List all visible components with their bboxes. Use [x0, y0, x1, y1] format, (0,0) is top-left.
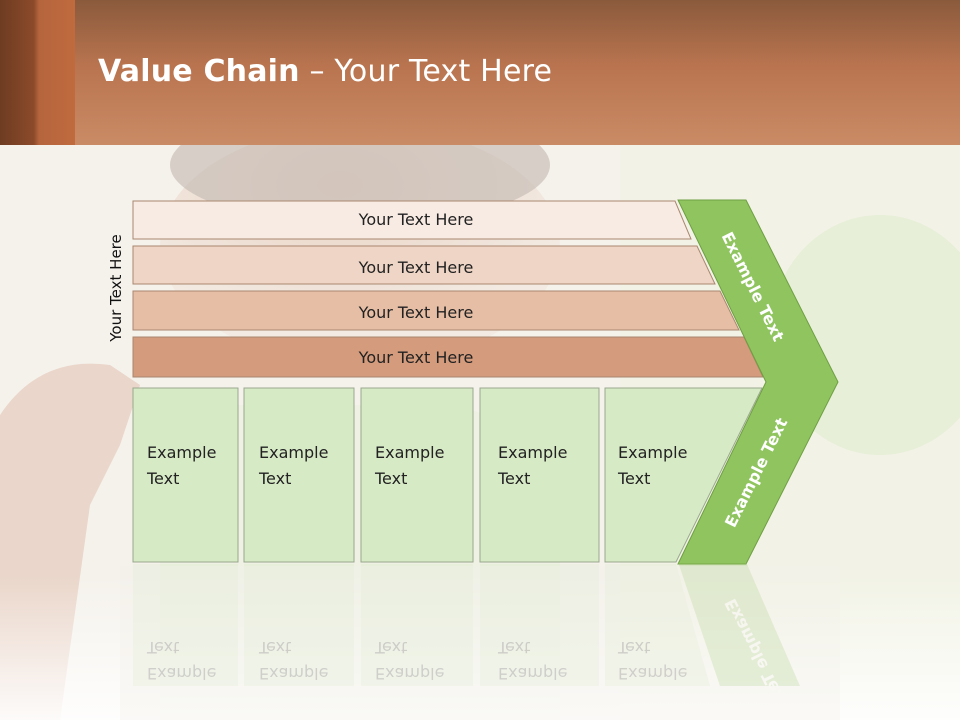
row-3-label: Your Text Here [358, 303, 474, 322]
box-3-reflection-line1: Example [375, 664, 444, 683]
box-4-shape [479, 387, 600, 563]
row-4-label: Your Text Here [358, 348, 474, 367]
box-2-line1: Example [259, 443, 328, 462]
box-2-reflection-line2: Text [258, 638, 291, 657]
row-4: Your Text Here [132, 336, 764, 378]
row-1: Your Text Here [132, 200, 692, 240]
box-5-line2: Text [617, 469, 650, 488]
row-2: Your Text Here [132, 245, 716, 285]
box-1-line2: Text [146, 469, 179, 488]
row-1-shape [132, 200, 692, 240]
box-4-line1: Example [498, 443, 567, 462]
box-1-line1: Example [147, 443, 216, 462]
row-4-shape [132, 336, 764, 378]
box-5: Example Text [604, 387, 763, 563]
row-1-label: Your Text Here [358, 210, 474, 229]
title-bar: Value Chain – Your Text Here [0, 0, 960, 145]
box-2-line2: Text [258, 469, 291, 488]
box-1-reflection-line1: Example [147, 664, 216, 683]
box-3-line1: Example [375, 443, 444, 462]
row-2-shape [132, 245, 716, 285]
box-5-line1: Example [618, 443, 687, 462]
box-3-line2: Text [374, 469, 407, 488]
margin-arrow-shape [677, 199, 839, 565]
slide-title-rest: – Your Text Here [299, 54, 553, 89]
row-2-label: Your Text Here [358, 258, 474, 277]
box-5-reflection-line2: Text [617, 638, 650, 657]
row-3: Your Text Here [132, 290, 740, 331]
title-bar-accent [0, 0, 75, 145]
reflection: Example Text Example Text Example Text E… [133, 562, 800, 712]
box-5-shape [604, 387, 763, 563]
side-label: Your Text Here [107, 234, 125, 342]
box-4: Example Text [479, 387, 600, 563]
box-4-reflection-line2: Text [497, 638, 530, 657]
box-4-line2: Text [497, 469, 530, 488]
box-1-reflection-line2: Text [146, 638, 179, 657]
box-2-reflection-line1: Example [259, 664, 328, 683]
box-5-reflection-line1: Example [618, 664, 687, 683]
slide-title-bold: Value Chain [98, 54, 300, 89]
box-3-reflection-line2: Text [374, 638, 407, 657]
box-1: Example Text [132, 387, 239, 563]
reflection-fade [120, 566, 840, 720]
box-2-shape [243, 387, 355, 563]
slide-title: Value Chain – Your Text Here [98, 54, 552, 89]
box-2: Example Text [243, 387, 355, 563]
row-3-shape [132, 290, 740, 331]
box-4-reflection-line1: Example [498, 664, 567, 683]
box-1-shape [132, 387, 239, 563]
box-3: Example Text [360, 387, 474, 563]
box-3-shape [360, 387, 474, 563]
